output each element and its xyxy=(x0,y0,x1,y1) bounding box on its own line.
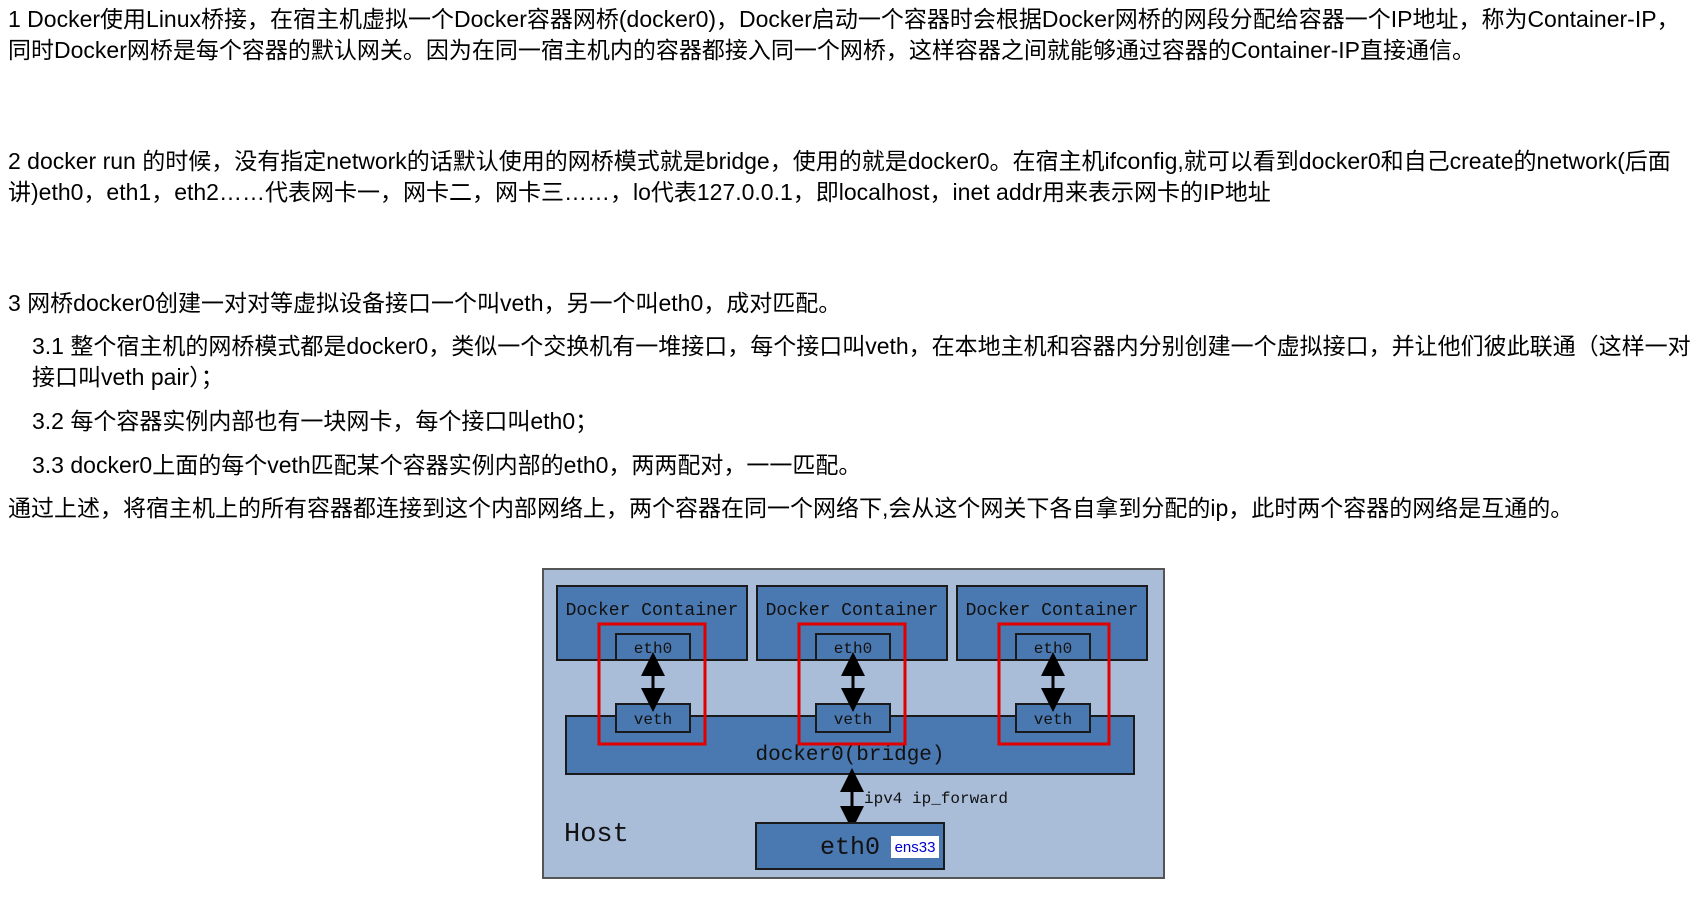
bridge-label: docker0(bridge) xyxy=(755,744,944,767)
container-1: Docker Container eth0 xyxy=(556,585,748,661)
ip-forward-label: ipv4 ip_forward xyxy=(864,790,1008,808)
paragraph-1: 1 Docker使用Linux桥接，在宿主机虚拟一个Docker容器网桥(doc… xyxy=(8,6,1680,63)
host-eth0-label: eth0 xyxy=(820,833,880,862)
veth-label-3: veth xyxy=(1034,711,1072,729)
veth-box-1 xyxy=(615,703,691,733)
paragraph-4: 通过上述，将宿主机上的所有容器都连接到这个内部网络上，两个容器在同一个网络下,会… xyxy=(8,495,1574,521)
container-3-eth0-label: eth0 xyxy=(1034,640,1072,658)
paragraph-2: 2 docker run 的时候，没有指定network的话默认使用的网桥模式就… xyxy=(8,148,1671,205)
paragraph-3: 3 网桥docker0创建一对对等虚拟设备接口一个叫veth，另一个叫eth0，… xyxy=(8,290,842,316)
diagram-svg: Docker Container eth0 Docker Container e… xyxy=(542,568,1165,879)
container-1-eth0-label: eth0 xyxy=(634,640,672,658)
veth-label-1: veth xyxy=(634,711,672,729)
paragraph-3-2: 3.2 每个容器实例内部也有一块网卡，每个接口叫eth0； xyxy=(32,408,599,434)
highlight-pair-1 xyxy=(597,622,707,746)
paragraph-3-3: 3.3 docker0上面的每个veth匹配某个容器实例内部的eth0，两两配对… xyxy=(32,452,862,478)
highlight-pair-3 xyxy=(997,622,1111,746)
ens33-tag-box xyxy=(891,836,939,858)
container-3-title: Docker Container xyxy=(966,601,1139,621)
ens33-tag-label: ens33 xyxy=(895,839,936,856)
container-2-title: Docker Container xyxy=(766,601,939,621)
bridge-network-diagram: Docker Container eth0 Docker Container e… xyxy=(542,568,1165,879)
paragraph-3-1: 3.1 整个宿主机的网桥模式都是docker0，类似一个交换机有一堆接口，每个接… xyxy=(32,333,1691,390)
veth-label-2: veth xyxy=(834,711,872,729)
host-label: Host xyxy=(564,820,629,850)
container-2-eth0-label: eth0 xyxy=(834,640,872,658)
container-1-title: Docker Container xyxy=(566,601,739,621)
highlight-pair-2 xyxy=(797,622,907,746)
veth-box-2 xyxy=(815,703,891,733)
